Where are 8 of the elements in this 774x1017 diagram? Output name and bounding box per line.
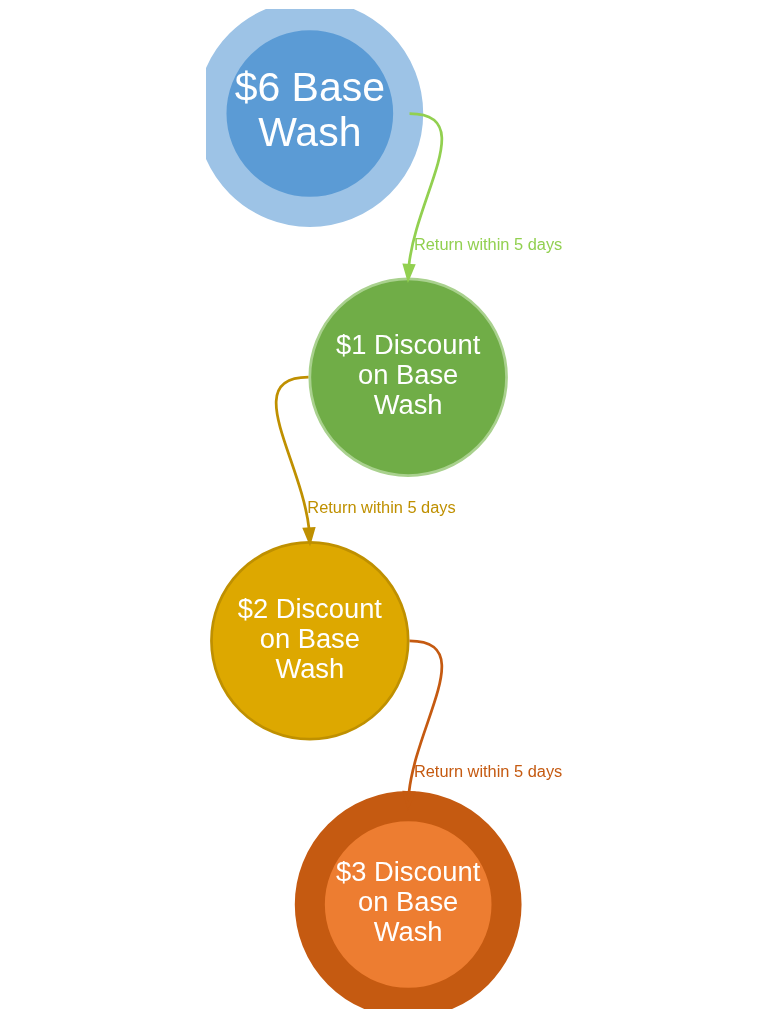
edge-label: Return within 5 days [307,497,456,516]
node-circle: $2 Discount on Base Wash [210,540,410,741]
node-circle: $1 Discount on Base Wash [308,276,508,477]
arrow [402,111,443,283]
edge-label: Return within 5 days [413,234,563,253]
edge-label: Return within 5 days [413,761,563,780]
arrow [275,375,316,547]
node-circle: $6 Base Wash [206,8,424,227]
